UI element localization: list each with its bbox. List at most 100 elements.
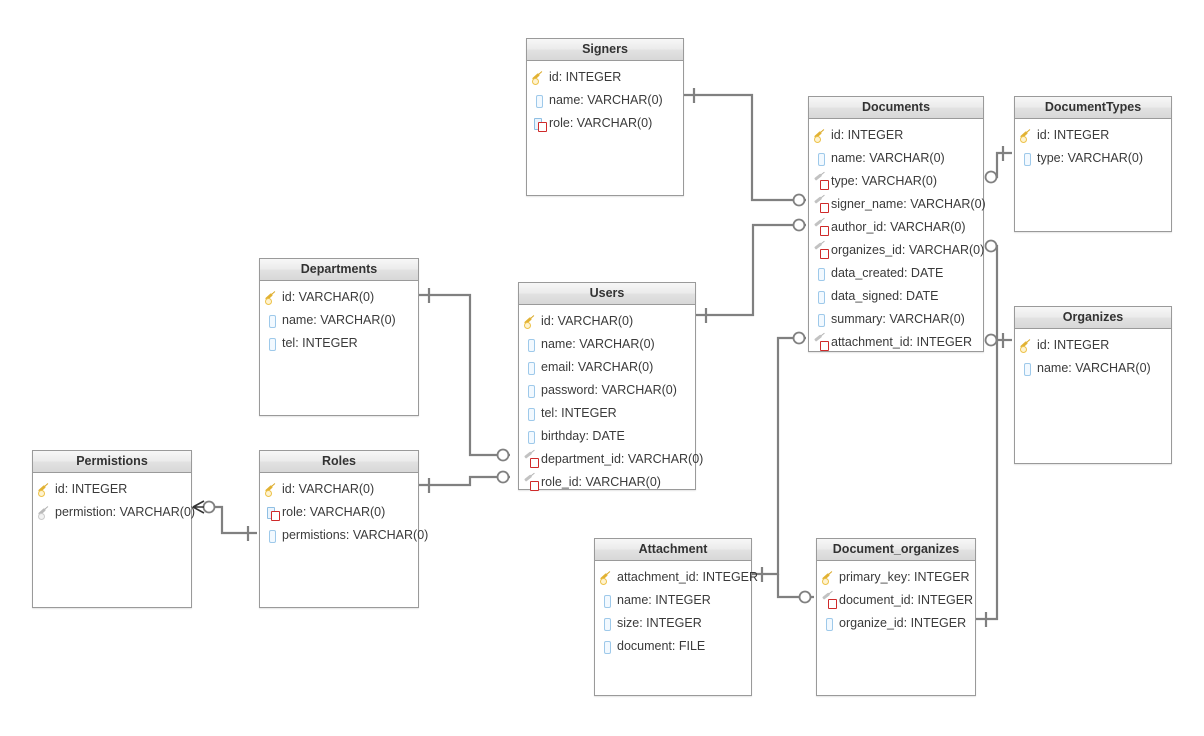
edge-attachment-documents [752, 336, 806, 576]
attribute-row[interactable]: name: INTEGER [595, 588, 751, 611]
attribute-label: id: VARCHAR(0) [282, 289, 375, 304]
attribute-row[interactable]: permistion: VARCHAR(0) [33, 500, 195, 523]
attribute-row[interactable]: data_signed: DATE [809, 284, 983, 307]
foreign-key-icon: u [814, 197, 829, 213]
column-icon [265, 313, 279, 328]
primary-key-icon [38, 482, 52, 497]
attribute-row[interactable]: name: VARCHAR(0) [527, 88, 683, 111]
foreign-key-icon: u [814, 174, 829, 190]
attribute-row[interactable]: id: VARCHAR(0) [260, 285, 418, 308]
attribute-row[interactable]: id: INTEGER [1015, 123, 1171, 146]
attribute-label: role: VARCHAR(0) [282, 504, 386, 519]
attribute-row[interactable]: id: INTEGER [809, 123, 983, 146]
attribute-row[interactable]: permistions: VARCHAR(0) [260, 523, 428, 546]
attribute-label: name: VARCHAR(0) [549, 92, 663, 107]
entity-title-documenttypes: DocumentTypes [1015, 97, 1171, 119]
attribute-row[interactable]: data_created: DATE [809, 261, 983, 284]
entity-users[interactable]: Users id: VARCHAR(0) name: VARCHAR(0)email… [518, 282, 703, 493]
attribute-label: permistion: VARCHAR(0) [55, 504, 196, 519]
attribute-label: data_created: DATE [831, 265, 944, 280]
attribute-row[interactable]: attachment_id: INTEGER [595, 565, 758, 588]
attribute-label: name: VARCHAR(0) [282, 312, 396, 327]
attribute-row[interactable]: tel: INTEGER [260, 331, 418, 354]
foreign-key-icon: u [814, 243, 829, 259]
edge-departments-users [419, 293, 510, 457]
endpoint-documents-organizes-id [984, 239, 998, 253]
attribute-label: id: INTEGER [549, 69, 622, 84]
entity-title-permistions: Permistions [33, 451, 191, 473]
index-icon: u [532, 116, 547, 132]
column-icon [532, 93, 546, 108]
entity-permistions[interactable]: Permistions id: INTEGER permistion: VARCHA… [32, 450, 195, 608]
attribute-row[interactable]: organize_id: INTEGER [817, 611, 975, 634]
attribute-row[interactable]: name: VARCHAR(0) [809, 146, 983, 169]
attribute-label: id: INTEGER [1037, 127, 1110, 142]
primary-key-icon [265, 482, 279, 497]
index-icon: u [265, 505, 280, 521]
attribute-row[interactable]: name: VARCHAR(0) [260, 308, 418, 331]
constraint-badge: u [821, 203, 826, 210]
attribute-row[interactable]: name: VARCHAR(0) [519, 332, 695, 355]
primary-key-icon [524, 314, 538, 329]
attribute-row[interactable]: type: VARCHAR(0) [1015, 146, 1171, 169]
attribute-row[interactable]: email: VARCHAR(0) [519, 355, 695, 378]
attribute-row[interactable]: id: VARCHAR(0) [260, 477, 418, 500]
attribute-row[interactable]: birthday: DATE [519, 424, 695, 447]
attribute-row[interactable]: id: INTEGER [1015, 333, 1171, 356]
attribute-row[interactable]: document: FILE [595, 634, 751, 657]
primary-key-icon [822, 570, 836, 585]
column-icon [265, 528, 279, 543]
column-icon [600, 639, 614, 654]
entity-title-users: Users [519, 283, 695, 305]
endpoint-documents-attachment [792, 331, 806, 345]
attribute-label: id: INTEGER [1037, 337, 1110, 352]
attribute-row[interactable]: primary_key: INTEGER [817, 565, 975, 588]
attribute-row[interactable]: tel: INTEGER [519, 401, 695, 424]
attribute-row[interactable]: password: VARCHAR(0) [519, 378, 695, 401]
entity-documenttypes[interactable]: DocumentTypes id: INTEGER type: VARCHAR(0) [1014, 96, 1172, 232]
attribute-label: size: INTEGER [617, 615, 702, 630]
edge-attachment-documentorganizes [776, 574, 814, 599]
attribute-row[interactable]: size: INTEGER [595, 611, 751, 634]
attribute-row[interactable]: id: VARCHAR(0) [519, 309, 695, 332]
attribute-label: document: FILE [617, 638, 706, 653]
primary-key-icon [1020, 338, 1034, 353]
entity-title-documents: Documents [809, 97, 983, 119]
attribute-label: role: VARCHAR(0) [549, 115, 653, 130]
column-icon [822, 616, 836, 631]
attribute-label: primary_key: INTEGER [839, 569, 970, 584]
constraint-badge: u [821, 249, 826, 256]
attribute-row[interactable]: id: INTEGER [33, 477, 191, 500]
attribute-label: role_id: VARCHAR(0) [541, 474, 661, 489]
attribute-label: name: VARCHAR(0) [831, 150, 945, 165]
entity-title-attachment: Attachment [595, 539, 751, 561]
attribute-label: id: VARCHAR(0) [541, 313, 634, 328]
attribute-row[interactable]: id: INTEGER [527, 65, 683, 88]
attribute-row[interactable]: name: VARCHAR(0) [1015, 356, 1171, 379]
column-icon [524, 406, 538, 421]
entity-body-documenttypes: id: INTEGER type: VARCHAR(0) [1015, 119, 1171, 169]
edge-users-documents [696, 223, 806, 317]
attribute-row[interactable]: summary: VARCHAR(0) [809, 307, 983, 330]
attribute-label: summary: VARCHAR(0) [831, 311, 965, 326]
constraint-badge: u [531, 458, 536, 465]
